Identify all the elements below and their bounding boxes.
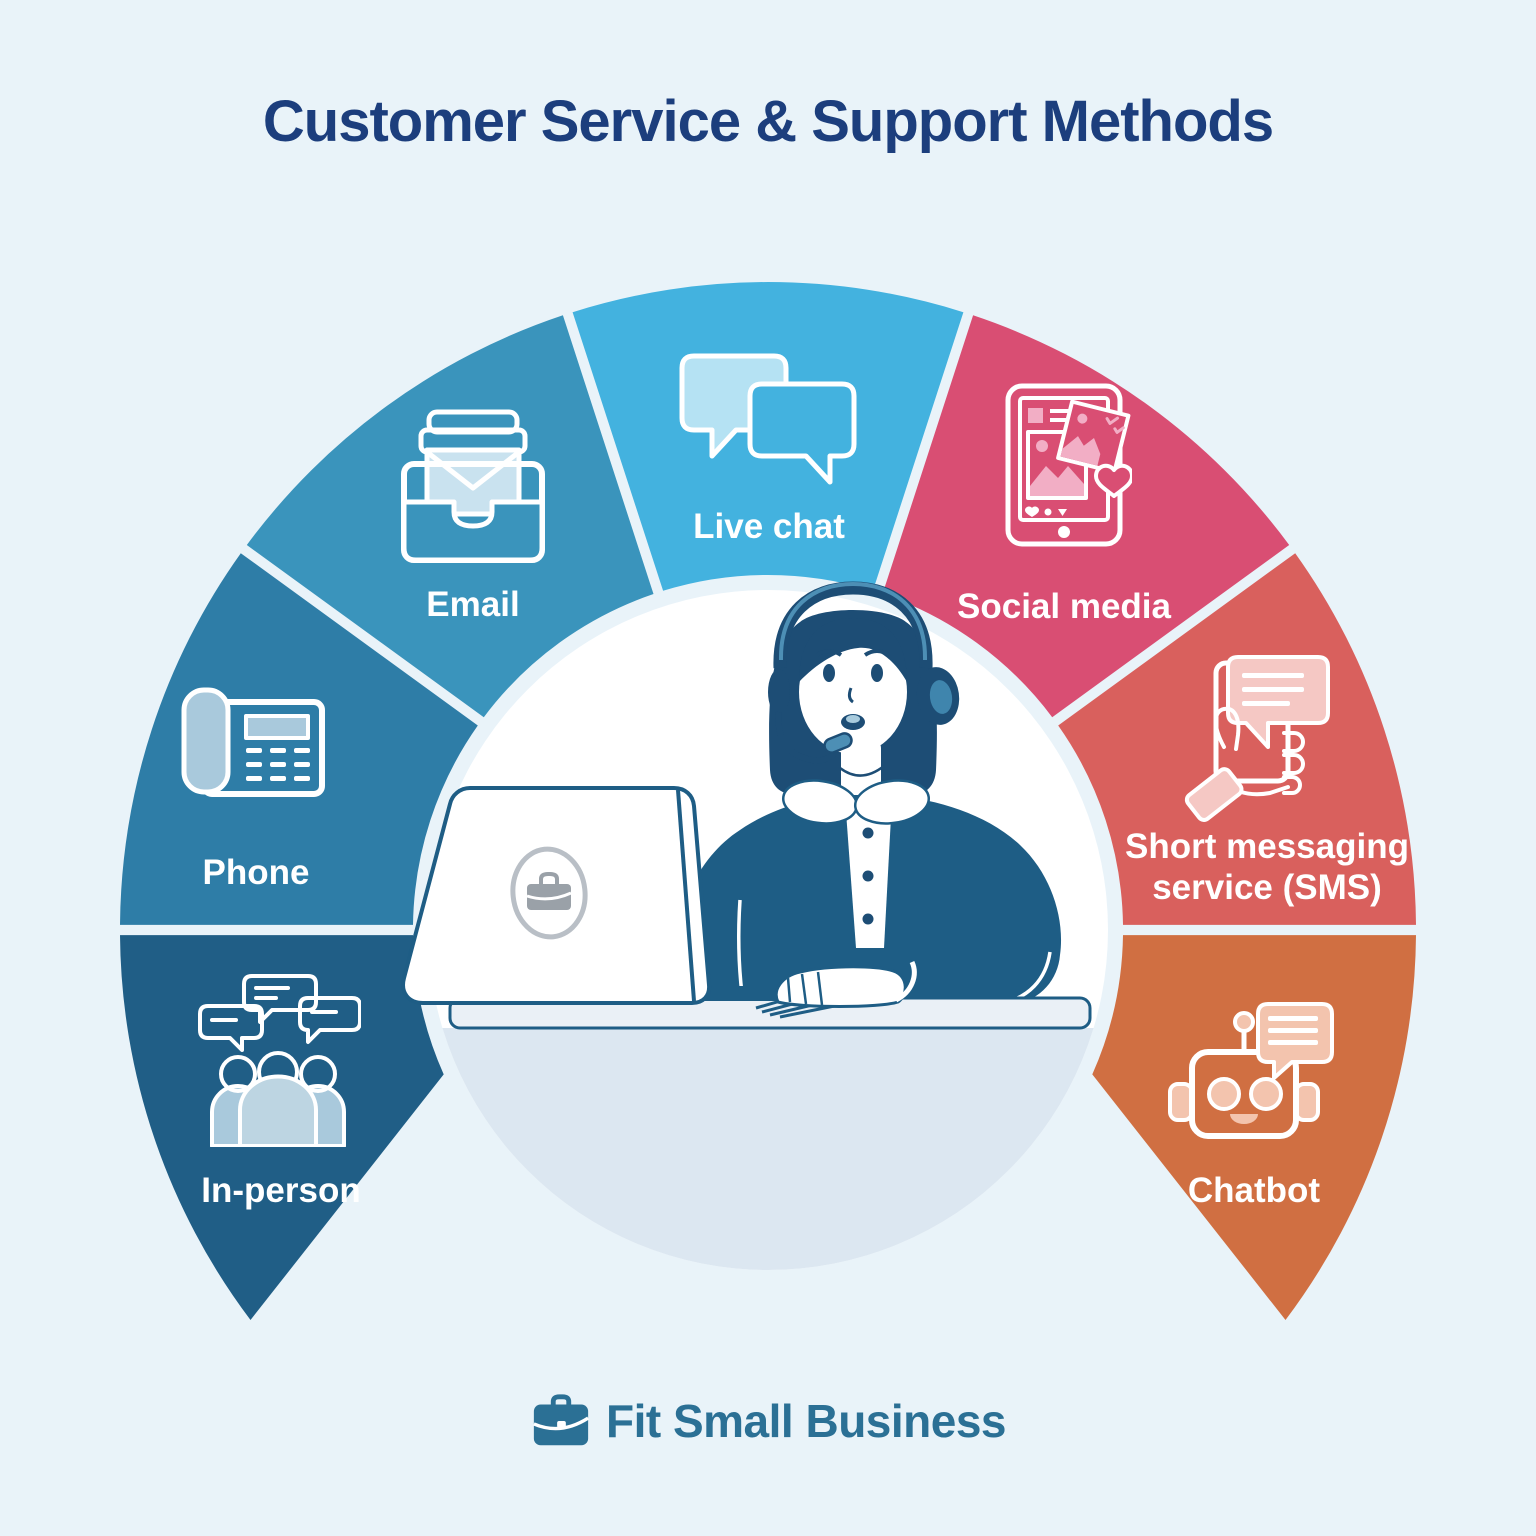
sms-label-line-1: Short messaging [1125, 827, 1409, 866]
desk-phone-icon [181, 687, 325, 797]
button-1 [862, 827, 874, 839]
segment-label-social-media: Social media [957, 587, 1171, 626]
agent-mouth-inner [846, 715, 860, 723]
headset-right-cup-inner [929, 680, 953, 714]
chat-bubbles-icon [679, 353, 857, 485]
sweater-seam-left [736, 899, 744, 995]
agent-left-eye [823, 664, 835, 682]
laptop-logo-swoosh [526, 891, 572, 901]
segment-wedge-social-media [882, 315, 1290, 718]
collar-right [853, 779, 931, 825]
inbox-envelope-icon [401, 409, 545, 563]
segment-wedge-chatbot [1092, 935, 1416, 1320]
page-title: Customer Service & Support Methods [262, 89, 1274, 154]
footer-brand: Fit Small Business [0, 1392, 1536, 1450]
laptop [401, 786, 900, 1005]
agent-right-eye [871, 664, 883, 682]
segment-label-email: Email [426, 585, 520, 624]
button-3 [862, 913, 874, 925]
briefcase-icon [533, 1394, 590, 1446]
segment-label-phone: Phone [202, 853, 310, 892]
papers-and-hand [755, 960, 917, 1019]
people-chat-icon [198, 974, 361, 1147]
desk-front [428, 1028, 1108, 1270]
hand-phone-message-icon [1184, 655, 1330, 822]
brand-name: Fit Small Business [605, 1395, 1007, 1447]
robot-chat-icon [1168, 1002, 1334, 1139]
agent-fringe [799, 618, 907, 682]
agent-left-brow [815, 649, 843, 657]
agent-face [799, 630, 907, 754]
agent-nose [847, 687, 854, 704]
agent-right-brow [863, 649, 891, 657]
support-agent-illustration [663, 581, 1062, 1005]
segment-label-in-person: In-person [201, 1171, 361, 1210]
laptop-logo-briefcase-handle [539, 872, 559, 884]
headset-mic-boom [775, 711, 839, 764]
agent-hand [774, 965, 907, 1008]
sleeve-cuff [894, 960, 917, 1003]
agent-necklace [839, 765, 885, 777]
segment-label-live-chat: Live chat [693, 507, 845, 546]
headset-mic [823, 732, 853, 754]
segment-label-chatbot: Chatbot [1187, 1171, 1321, 1210]
finger-lines [786, 971, 824, 1006]
social-feed-phone-icon [1005, 383, 1132, 547]
button-2 [862, 870, 874, 882]
segment-label-sms: Short messaging service (SMS) [1117, 826, 1417, 908]
headset-left-cup [768, 669, 790, 715]
laptop-lid-edge [676, 789, 696, 1002]
sms-label-line-2: service (SMS) [1152, 868, 1382, 907]
laptop-logo-briefcase [527, 884, 571, 910]
headset-band-highlight [778, 581, 928, 661]
